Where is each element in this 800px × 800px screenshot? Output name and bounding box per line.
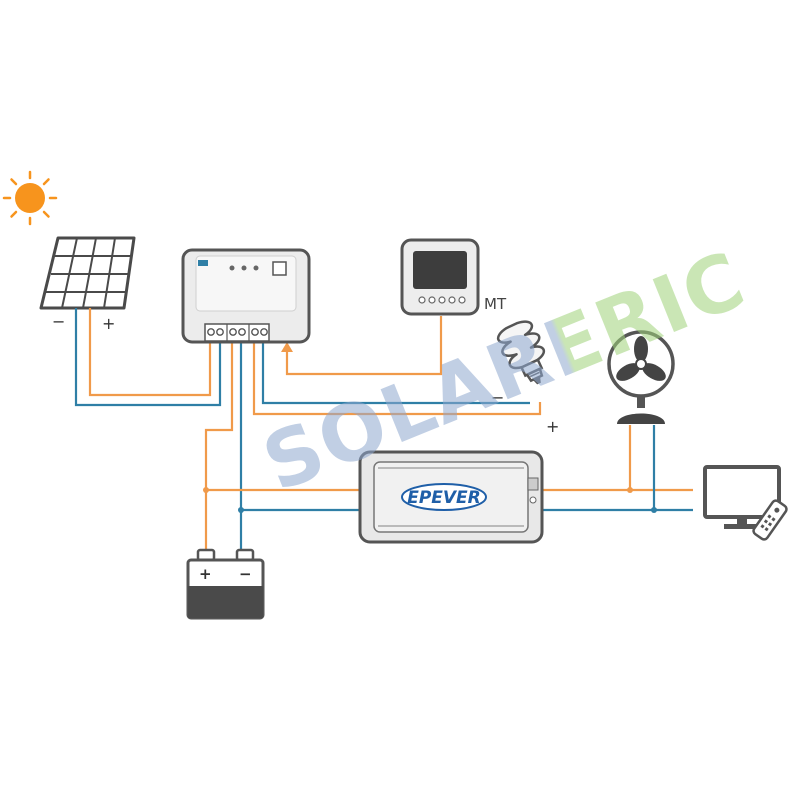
junction-dot: [203, 487, 209, 493]
inverter-icon: EPEVER: [358, 450, 544, 544]
wiring: [74, 316, 693, 555]
controller-led: [229, 265, 235, 271]
load-positive-label: +: [546, 417, 559, 436]
inverter-logo-badge: [401, 483, 487, 511]
controller-logo: [198, 260, 208, 266]
inverter-brand: EPEVER: [407, 488, 481, 508]
sun-icon: [2, 170, 58, 226]
junction-dot: [651, 507, 657, 513]
meter-screen: [413, 251, 467, 289]
controller-led: [253, 265, 259, 271]
remote-control-icon: [752, 499, 788, 541]
light-bulb-icon: [496, 320, 546, 385]
charge-controller-icon: [181, 248, 311, 344]
junction-dots: [203, 487, 657, 513]
panel-positive-label: +: [102, 314, 115, 333]
wire-panel-positive: [88, 318, 212, 397]
meter-arrow-head: [281, 342, 293, 352]
meter-label: MT: [484, 295, 507, 313]
battery-negative-label: −: [239, 565, 252, 583]
fan-icon: [607, 330, 675, 424]
wire-panel-negative: [74, 318, 222, 407]
load-negative-label: −: [491, 388, 504, 407]
junction-dot: [238, 507, 244, 513]
wire-load-negative: [261, 343, 530, 405]
wire-remote-meter: [285, 316, 443, 376]
remote-meter-icon: [400, 238, 480, 316]
controller-port: [272, 261, 287, 276]
wire-load-positive: [252, 343, 542, 416]
controller-led: [241, 265, 247, 271]
battery-positive-label: +: [199, 565, 212, 583]
junction-dot: [627, 487, 633, 493]
solar-panel-icon: [39, 236, 136, 318]
tv-icon: [703, 465, 781, 529]
panel-negative-label: −: [52, 312, 65, 331]
battery-icon: [186, 548, 265, 620]
